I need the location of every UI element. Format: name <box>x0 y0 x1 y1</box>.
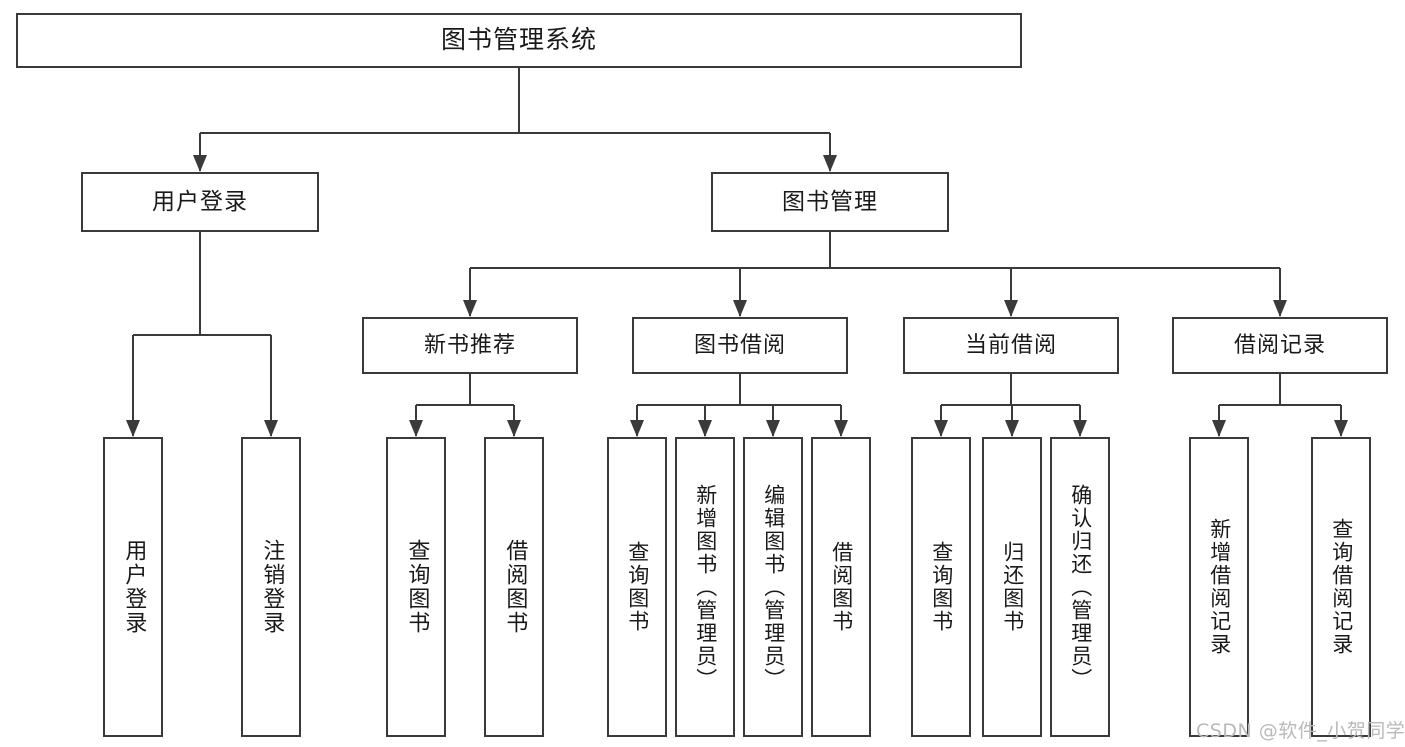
leaf-node-label: 查询借阅记录 <box>1329 518 1354 656</box>
leaf-node-label: 查询图书 <box>404 539 430 635</box>
connector-arrowhead <box>264 420 278 437</box>
leaf-node-label: 查询图书 <box>625 541 650 633</box>
connector-line-vertical <box>518 68 520 133</box>
connector-arrowhead <box>1334 420 1348 437</box>
connector-line-horizontal <box>637 404 841 406</box>
node-book-borrow[interactable]: 图书借阅 <box>632 317 848 374</box>
connector-arrowhead <box>1212 420 1226 437</box>
watermark: CSDN @软件_小贺同学 <box>1196 720 1405 742</box>
connector-line-vertical <box>829 133 831 171</box>
node-user-login-label: 用户登录 <box>152 188 248 215</box>
connector-line-vertical <box>1010 374 1012 405</box>
leaf-node[interactable]: 归还图书 <box>982 437 1042 737</box>
node-current-borrow-label: 当前借阅 <box>964 332 1057 358</box>
connector-arrowhead <box>823 155 837 172</box>
connector-line-vertical <box>270 335 272 436</box>
leaf-node-label: 新增图书（管理员） <box>693 483 718 691</box>
connector-line-horizontal <box>941 404 1080 406</box>
leaf-node[interactable]: 查询图书 <box>607 437 667 737</box>
connector-line-horizontal <box>1219 404 1341 406</box>
connector-line-vertical <box>1279 374 1281 405</box>
connector-line-vertical <box>199 133 201 171</box>
connector-line-vertical <box>829 232 831 268</box>
connector-arrowhead <box>507 420 521 437</box>
leaf-node[interactable]: 编辑图书（管理员） <box>743 437 803 737</box>
leaf-node[interactable]: 查询图书 <box>911 437 971 737</box>
connector-arrowhead <box>834 420 848 437</box>
connector-line-horizontal <box>470 267 1280 269</box>
connector-line-vertical <box>469 268 471 316</box>
connector-arrowhead <box>463 300 477 317</box>
connector-line-vertical <box>199 232 201 335</box>
connector-arrowhead <box>733 300 747 317</box>
connector-arrowhead <box>1273 300 1287 317</box>
connector-arrowhead <box>934 420 948 437</box>
connector-arrowhead <box>409 420 423 437</box>
connector-arrowhead <box>193 155 207 172</box>
connector-line-vertical <box>469 374 471 405</box>
node-root-label: 图书管理系统 <box>440 25 597 55</box>
leaf-node[interactable]: 新增图书（管理员） <box>675 437 735 737</box>
leaf-node[interactable]: 借阅图书 <box>811 437 871 737</box>
leaf-node-label: 借阅图书 <box>829 541 854 633</box>
leaf-node[interactable]: 确认归还（管理员） <box>1050 437 1110 737</box>
leaf-node-label: 查询图书 <box>929 541 954 633</box>
node-book-borrow-label: 图书借阅 <box>693 332 786 358</box>
leaf-node-label: 确认归还（管理员） <box>1068 483 1093 691</box>
connector-line-horizontal <box>416 404 514 406</box>
leaf-node[interactable]: 新增借阅记录 <box>1189 437 1249 737</box>
leaf-node-label: 用户登录 <box>121 539 147 635</box>
node-borrow-records-label: 借阅记录 <box>1233 332 1326 358</box>
connector-line-horizontal <box>200 132 830 134</box>
node-new-book-recommend[interactable]: 新书推荐 <box>362 317 578 374</box>
node-borrow-records[interactable]: 借阅记录 <box>1172 317 1388 374</box>
node-book-management-label: 图书管理 <box>782 188 878 215</box>
connector-line-vertical <box>739 374 741 405</box>
leaf-node-label: 借阅图书 <box>502 539 528 635</box>
leaf-node[interactable]: 借阅图书 <box>484 437 544 737</box>
leaf-node-label: 归还图书 <box>1000 541 1025 633</box>
connector-line-vertical <box>1279 268 1281 316</box>
node-current-borrow[interactable]: 当前借阅 <box>903 317 1119 374</box>
connector-arrowhead <box>1005 420 1019 437</box>
node-root[interactable]: 图书管理系统 <box>16 13 1022 68</box>
connector-arrowhead <box>1004 300 1018 317</box>
connector-line-vertical <box>1010 268 1012 316</box>
leaf-node[interactable]: 注销登录 <box>241 437 301 737</box>
connector-arrowhead <box>698 420 712 437</box>
connector-line-horizontal <box>133 334 271 336</box>
leaf-node[interactable]: 查询借阅记录 <box>1311 437 1371 737</box>
connector-arrowhead <box>1073 420 1087 437</box>
leaf-node[interactable]: 查询图书 <box>386 437 446 737</box>
leaf-node[interactable]: 用户登录 <box>103 437 163 737</box>
node-new-book-recommend-label: 新书推荐 <box>423 332 516 358</box>
leaf-node-label: 新增借阅记录 <box>1207 518 1232 656</box>
leaf-node-label: 注销登录 <box>259 539 285 635</box>
connector-arrowhead <box>630 420 644 437</box>
connector-line-vertical <box>132 335 134 436</box>
connector-line-vertical <box>739 268 741 316</box>
node-user-login[interactable]: 用户登录 <box>81 172 319 232</box>
connector-arrowhead <box>126 420 140 437</box>
connector-arrowhead <box>766 420 780 437</box>
leaf-node-label: 编辑图书（管理员） <box>761 483 786 691</box>
node-book-management[interactable]: 图书管理 <box>711 172 949 232</box>
